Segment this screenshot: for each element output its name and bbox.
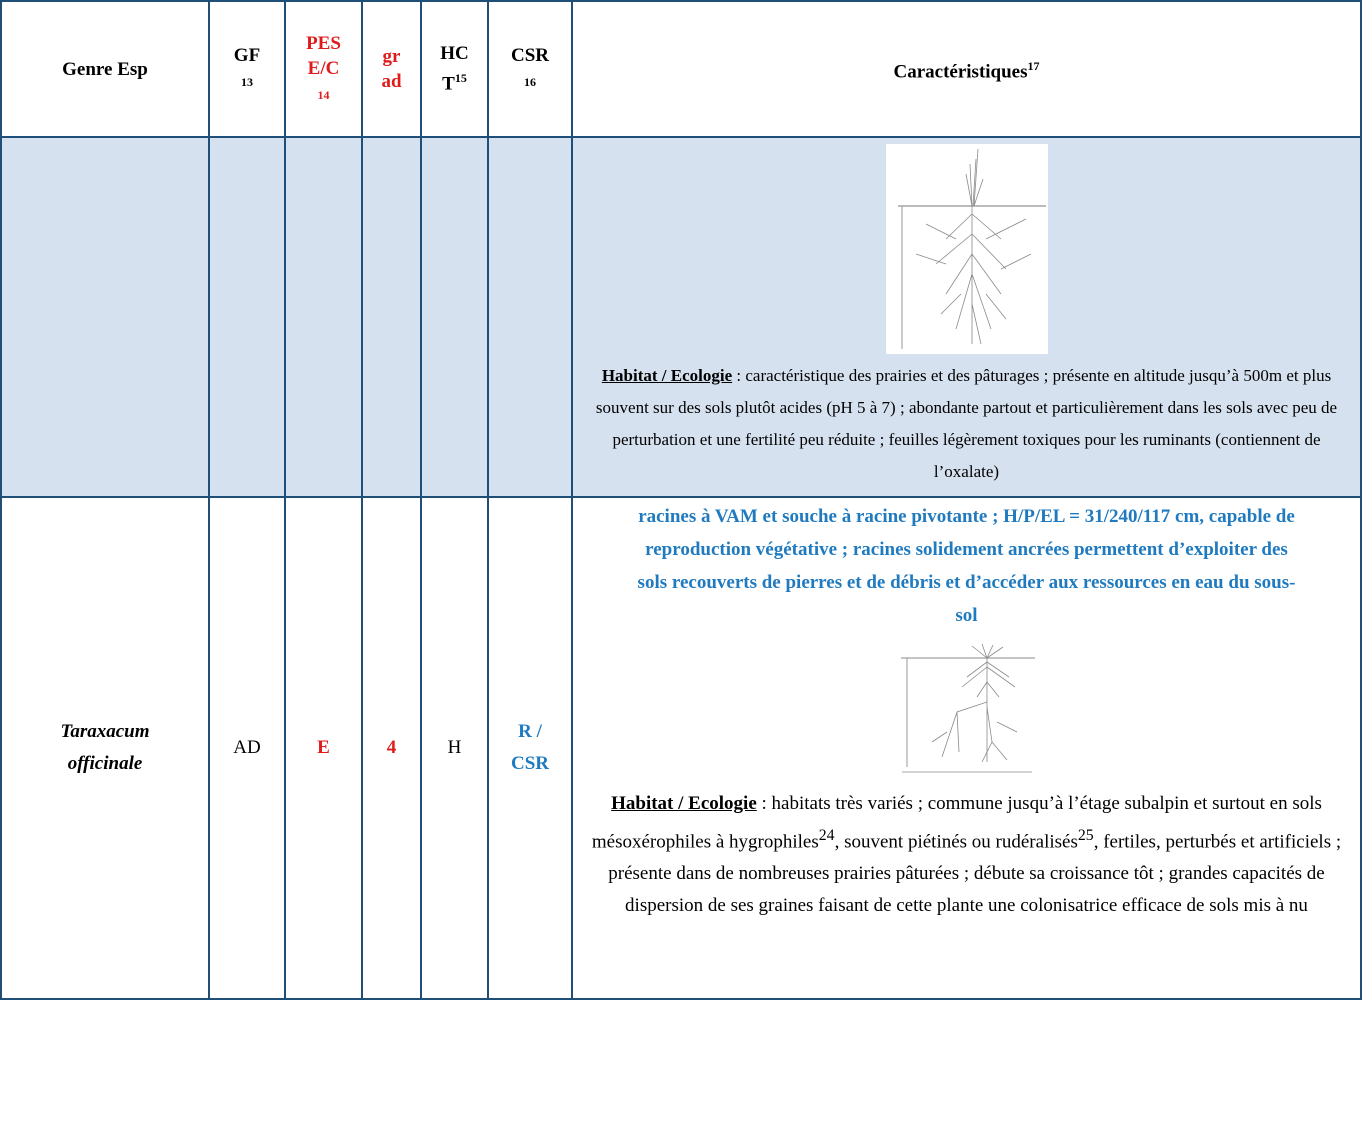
pes-value: E <box>284 496 363 1000</box>
root-drawing-icon <box>900 643 1035 773</box>
root-system-image <box>896 642 1037 774</box>
root-system-image <box>885 144 1048 354</box>
hct-value: H <box>420 496 489 1000</box>
root-drawing-icon <box>897 148 1046 349</box>
csr-value: R /CSR <box>487 496 573 1000</box>
header-caracteristiques: Caractéristiques17 <box>571 0 1362 138</box>
roots-text: racines à VAM et souche à racine pivotan… <box>637 506 1296 626</box>
habitat-label: Habitat / Ecologie <box>601 366 733 385</box>
characteristics-cell: Habitat / Ecologie : caractéristique des… <box>571 136 1362 498</box>
table-row: Habitat / Ecologie : caractéristique des… <box>0 136 1362 498</box>
gf-value: AD <box>208 496 286 1000</box>
grad-value: 4 <box>361 496 422 1000</box>
header-genre-esp: Genre Esp <box>0 0 210 138</box>
habitat-label: Habitat / Ecologie <box>611 793 757 814</box>
habitat-text: : caractéristique des prairies et des pâ… <box>595 366 1338 481</box>
characteristics-cell: racines à VAM et souche à racine pivotan… <box>571 496 1362 1000</box>
